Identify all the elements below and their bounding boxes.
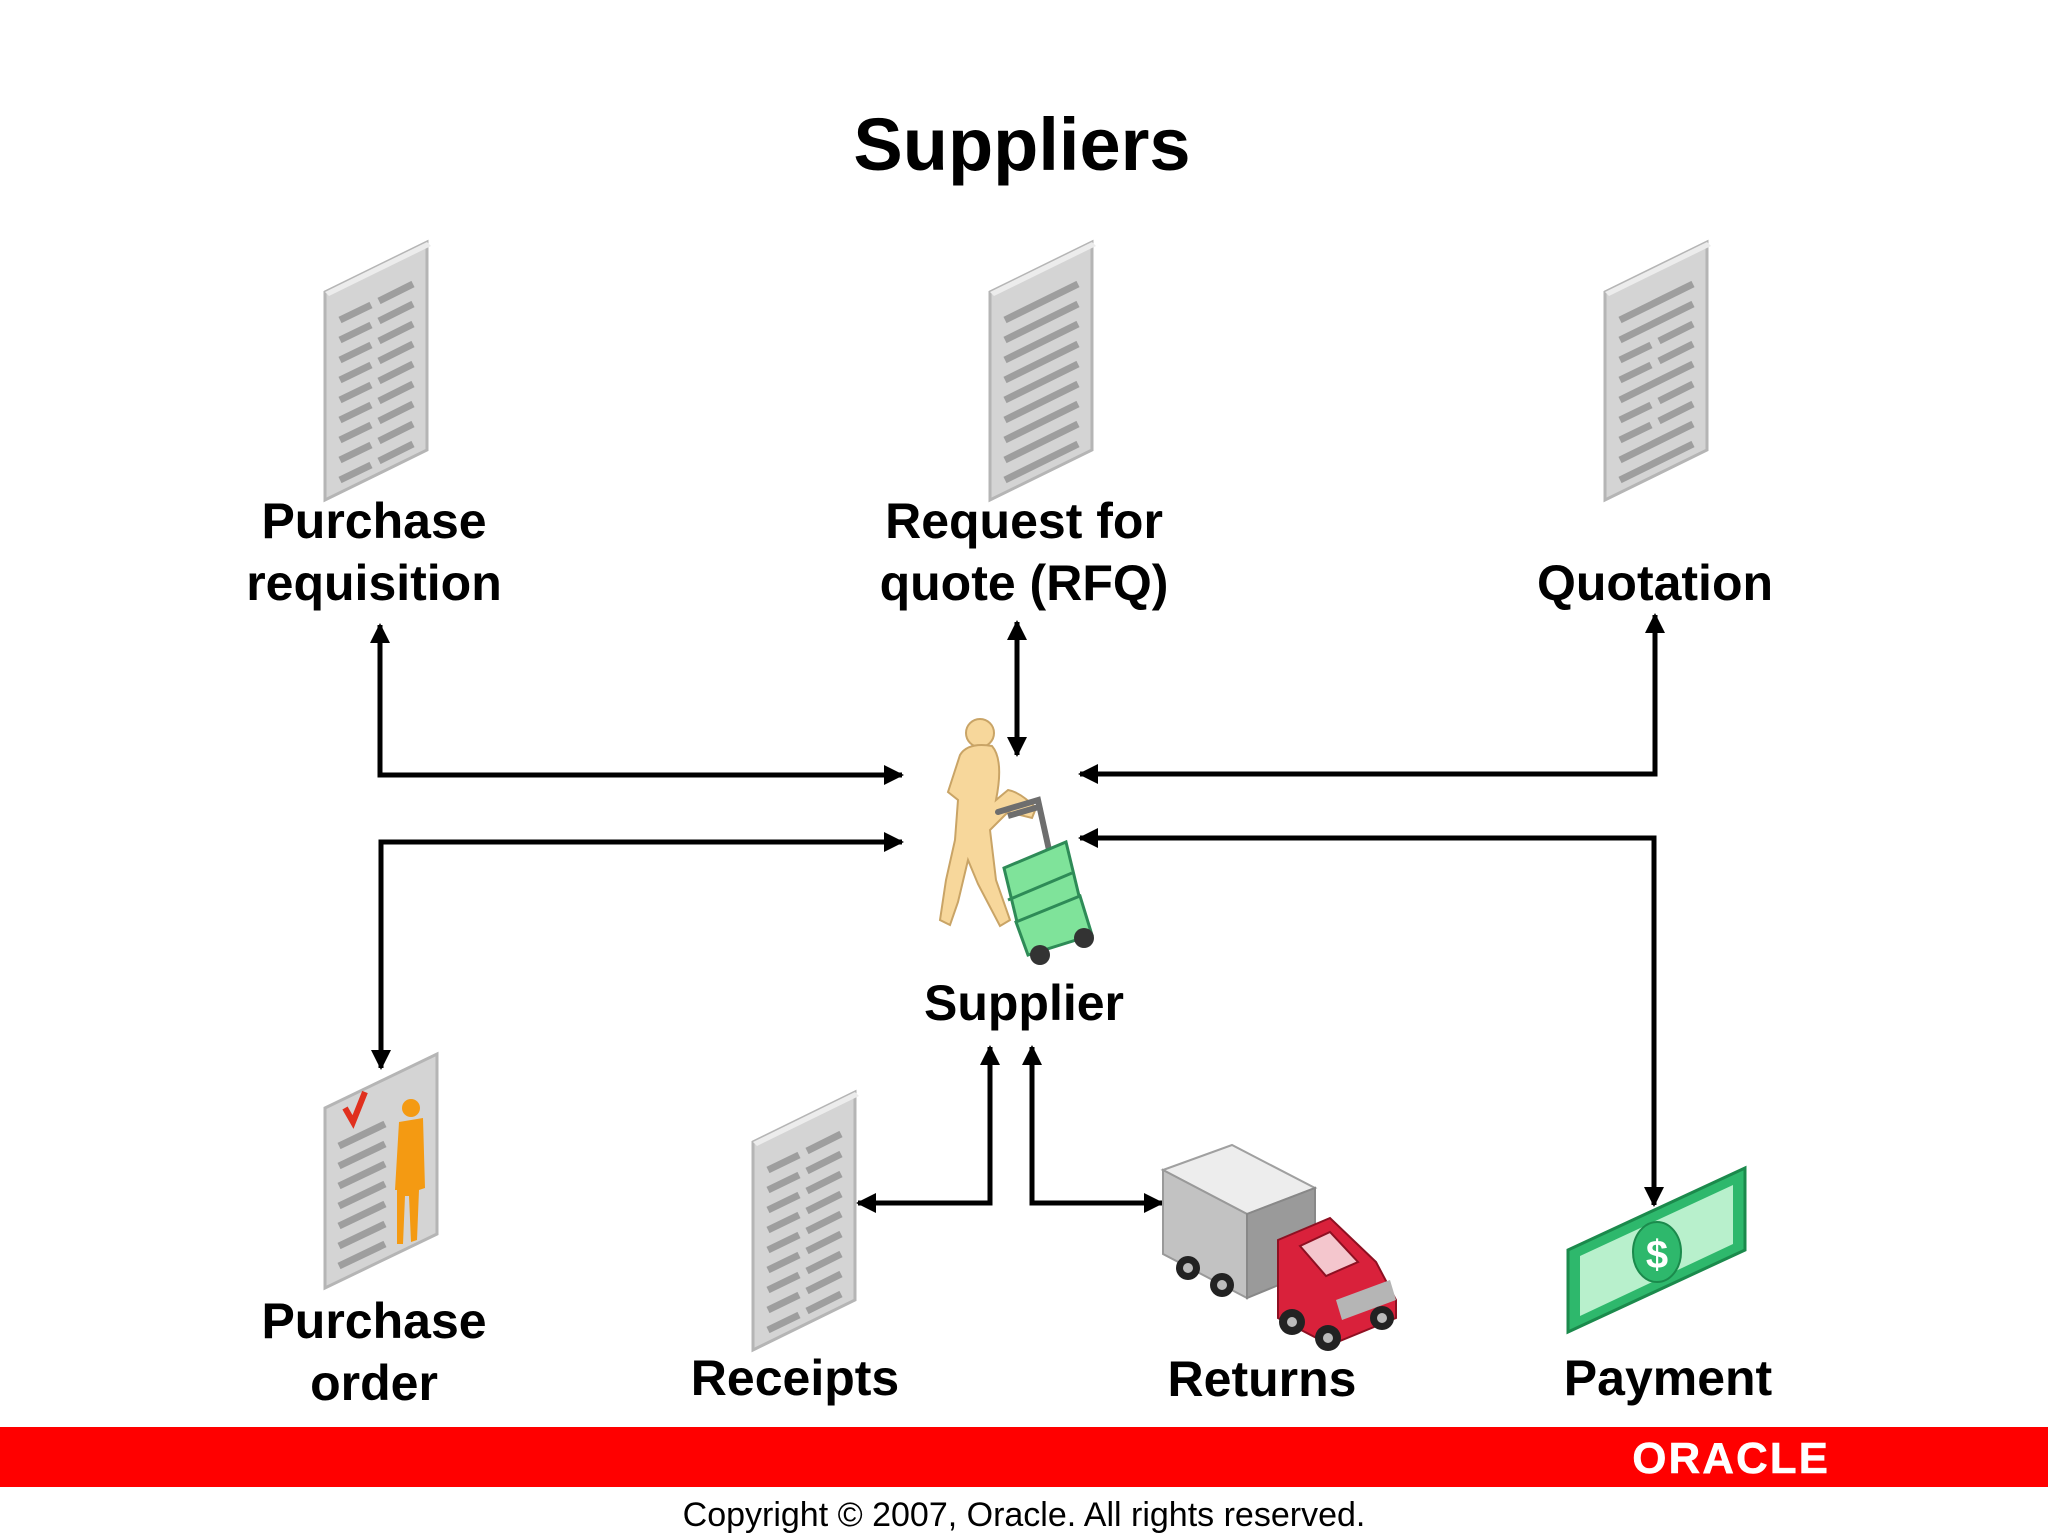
receipts-label: Receipts: [691, 1350, 899, 1406]
oracle-logo: ORACLE: [1632, 1434, 1830, 1483]
purchase-requisition-label-line1: Purchase: [261, 493, 486, 549]
purchase-order-document-icon: [323, 1051, 439, 1291]
quotation-document-icon: [1603, 240, 1713, 502]
purchase-requisition-label-line2: requisition: [246, 555, 502, 611]
quotation-label: Quotation: [1537, 555, 1773, 611]
rfq-document-icon: [988, 240, 1098, 502]
rfq-label-line1: Request for: [885, 493, 1163, 549]
arrow-requisition-supplier: [370, 623, 904, 785]
footer-bar: [0, 1427, 2048, 1487]
flow-arrows: [370, 613, 1665, 1213]
copyright-text: Copyright © 2007, Oracle. All rights res…: [683, 1496, 1366, 1534]
purchase-requisition-document-icon: [323, 240, 433, 502]
arrow-supplier-payment: [1078, 828, 1664, 1207]
arrow-quotation-supplier: [1078, 613, 1665, 784]
svg-text:$: $: [1646, 1233, 1668, 1277]
payment-label: Payment: [1564, 1350, 1773, 1406]
arrow-supplier-receipts: [856, 1045, 1000, 1213]
arrow-supplier-returns: [1022, 1045, 1164, 1213]
returns-label: Returns: [1168, 1351, 1357, 1407]
supplier-label: Supplier: [924, 975, 1124, 1031]
purchase-order-label-line2: order: [310, 1355, 438, 1411]
arrow-supplier-purchase-order: [371, 832, 904, 1070]
supplier-with-hand-truck-icon: [938, 718, 1094, 965]
delivery-truck-icon: [1160, 1143, 1397, 1351]
purchase-order-label-line1: Purchase: [261, 1293, 486, 1349]
page-title: Suppliers: [853, 103, 1190, 186]
receipts-document-icon: [751, 1090, 861, 1352]
dollar-bill-icon: $: [1566, 1165, 1747, 1335]
rfq-label-line2: quote (RFQ): [880, 555, 1169, 611]
